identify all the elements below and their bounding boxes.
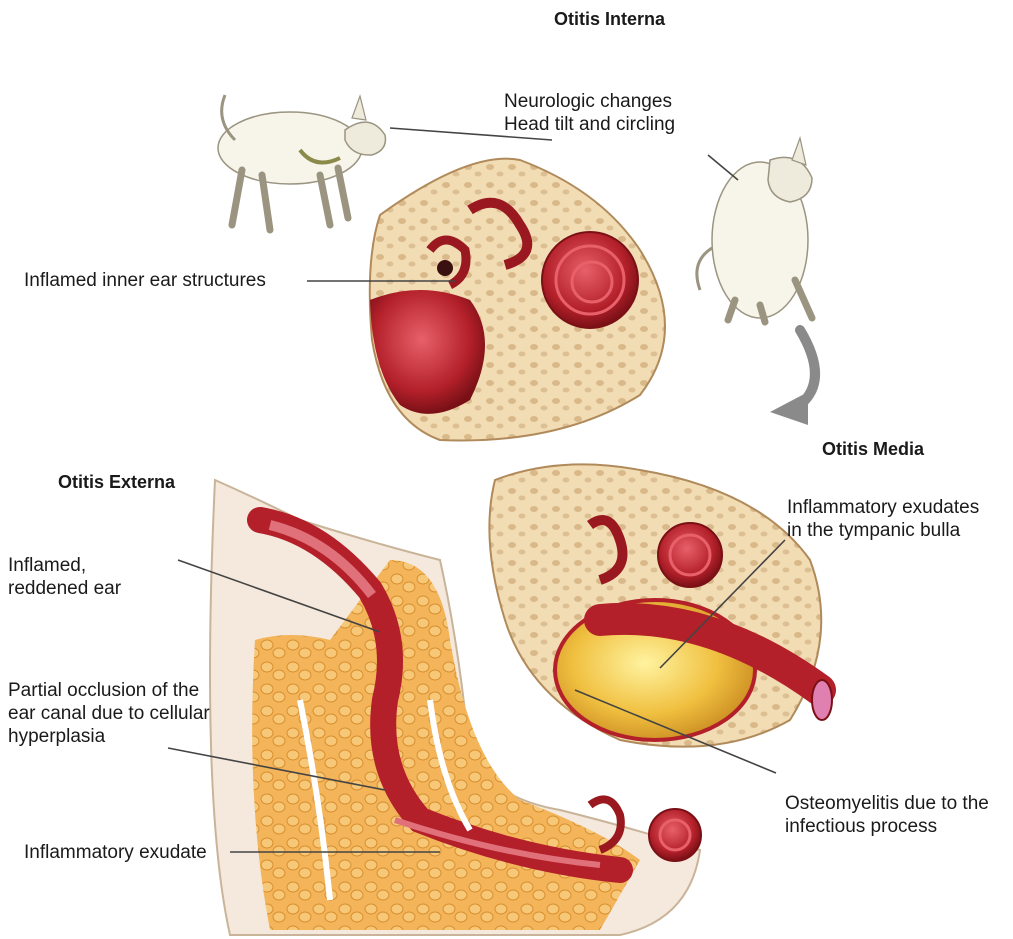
label-osteo-line2: infectious process [785, 815, 937, 838]
dog-head-tilted-icon [218, 95, 385, 230]
label-osteo-line1: Osteomyelitis due to the [785, 792, 989, 815]
middle-ear-illustration [489, 464, 832, 746]
label-reddened-line2: reddened ear [8, 577, 121, 600]
label-reddened-line1: Inflamed, [8, 554, 86, 577]
label-bulla-line2: in the tympanic bulla [787, 519, 960, 542]
inner-ear-illustration [370, 159, 665, 441]
label-occlusion-line3: hyperplasia [8, 725, 105, 748]
label-bulla-line1: Inflammatory exudates [787, 496, 979, 519]
heading-otitis-externa: Otitis Externa [58, 472, 175, 493]
heading-otitis-interna: Otitis Interna [554, 9, 665, 30]
leader-line-circling [708, 155, 738, 180]
progression-arrow-icon [770, 330, 815, 425]
label-inflammatory-exudate: Inflammatory exudate [24, 841, 207, 864]
label-occlusion-line2: ear canal due to cellular [8, 702, 210, 725]
label-neurologic-changes: Neurologic changes [504, 90, 672, 113]
heading-otitis-media: Otitis Media [822, 439, 924, 460]
label-occlusion-line1: Partial occlusion of the [8, 679, 199, 702]
label-head-tilt: Head tilt and circling [504, 113, 675, 136]
label-inner-ear: Inflamed inner ear structures [24, 269, 266, 292]
dog-circling-icon [697, 138, 812, 322]
